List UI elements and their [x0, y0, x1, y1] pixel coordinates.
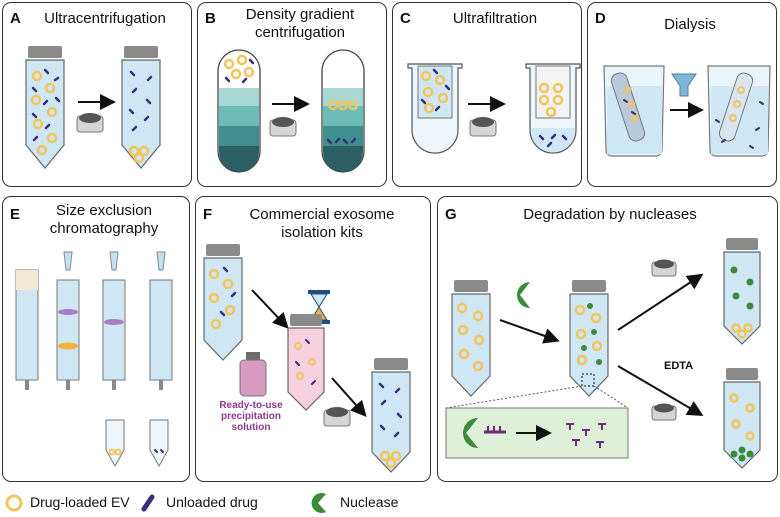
- centrifuge-icon-f: [323, 407, 351, 427]
- legend-drug-label: Unloaded drug: [166, 494, 258, 510]
- panel-b-title-1: Density gradient: [245, 6, 355, 23]
- panel-g-title: Degradation by nucleases: [523, 206, 697, 223]
- reagent-bottle-icon: [239, 352, 267, 397]
- panel-g-arrow-1: [499, 319, 560, 344]
- legend-nuclease-icon: [311, 493, 326, 513]
- panel-c-letter: C: [400, 10, 411, 27]
- panel-a-title: Ultracentrifugation: [44, 10, 166, 27]
- centrifuge-icon-c: [469, 117, 497, 137]
- panel-c-filter-tube-before: [407, 63, 463, 154]
- panel-f-title-1: Commercial exosome: [249, 206, 395, 223]
- panel-g-tube-start: [451, 280, 491, 397]
- zoom-line-left: [445, 385, 583, 409]
- panel-c-title: Ultrafiltration: [452, 10, 538, 27]
- panel-g-arrow-up: [617, 273, 704, 331]
- panel-e-title-2: chromatography: [49, 220, 159, 237]
- panel-d-title: Dialysis: [664, 16, 716, 33]
- centrifuge-icon-b: [269, 117, 297, 137]
- panel-g-tube-middle: [569, 280, 609, 397]
- panel-f-title-2: isolation kits: [281, 224, 363, 241]
- panel-f-tube-end: [371, 358, 411, 473]
- panel-g-letter: G: [445, 206, 457, 223]
- panel-e-letter: E: [10, 206, 21, 223]
- legend-drug: Unloaded drug: [166, 494, 258, 510]
- panel-f-tube-middle: [287, 314, 325, 411]
- panel-g-tube-bottom-result: [723, 368, 761, 469]
- kit-label-line3: solution: [231, 422, 271, 433]
- collection-tube-drug: [149, 419, 169, 468]
- kit-label-line2: precipitation: [220, 411, 281, 422]
- legend-nuclease: Nuclease: [340, 494, 398, 510]
- centrifuge-icon-g-bottom: [651, 403, 677, 421]
- centrifuge-icon: [76, 113, 104, 133]
- legend-nuclease-label: Nuclease: [340, 494, 399, 510]
- panel-d-beaker-after: [707, 65, 771, 157]
- nuclease-icon-g: [517, 282, 530, 308]
- legend-ev: Drug-loaded EV: [30, 494, 130, 510]
- centrifuge-icon-g-top: [651, 259, 677, 277]
- panel-e-title-1: Size exclusion: [56, 202, 152, 219]
- panel-e-columns: [15, 251, 173, 468]
- legend-drug-icon: [141, 494, 155, 512]
- panel-g-arrow-down: [617, 365, 704, 417]
- panel-b-letter: B: [205, 10, 216, 27]
- panel-b-gradient-tube-after: [321, 49, 365, 173]
- collection-tube-ev: [105, 419, 125, 468]
- panel-d-letter: D: [595, 10, 606, 27]
- panel-f-arrow-2: [331, 377, 367, 417]
- panel-d-funnel-icon: [671, 73, 697, 97]
- edta-label: EDTA: [664, 360, 694, 372]
- panel-f-letter: F: [203, 206, 213, 223]
- legend-ev-label: Drug-loaded EV: [30, 494, 130, 510]
- panel-d-beaker-before: [603, 65, 665, 157]
- panel-a-tube-after: [121, 46, 161, 169]
- panel-a-letter: A: [10, 10, 21, 27]
- zoom-line-right: [593, 385, 629, 409]
- legend-ev-icon: [5, 494, 23, 512]
- panel-b-title-2: centrifugation: [254, 24, 346, 41]
- zoom-inset: [445, 407, 629, 459]
- panel-a-tube-before: [25, 46, 65, 169]
- panel-c-filter-tube-after: [525, 63, 581, 154]
- panel-f-tube-start: [203, 244, 243, 361]
- kit-label: Ready-to-use precipitation solution: [206, 400, 296, 433]
- panel-b-gradient-tube-before: [217, 49, 261, 173]
- panel-f-arrow-1: [251, 289, 289, 329]
- kit-label-line1: Ready-to-use: [219, 400, 283, 411]
- panel-g-tube-top-result: [723, 238, 761, 345]
